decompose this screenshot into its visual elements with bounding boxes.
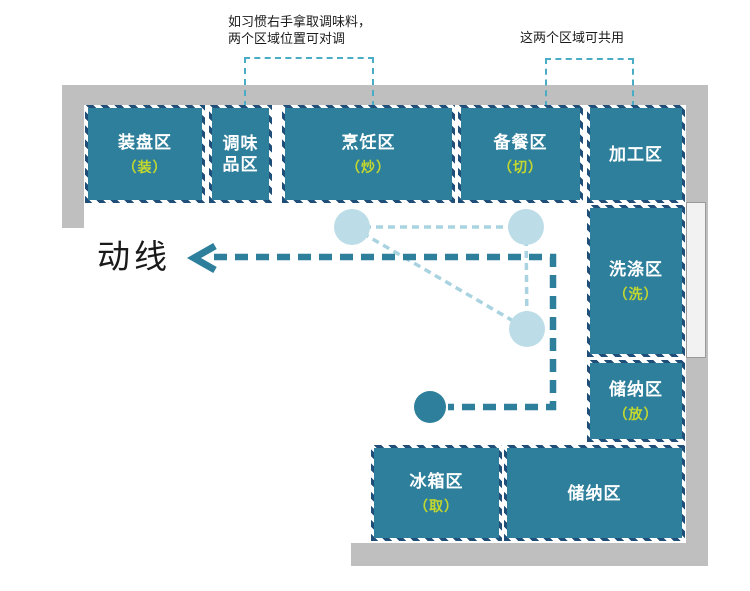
zone-plating-label: 装盘区: [118, 132, 172, 152]
flow-line-start-node: [414, 391, 446, 423]
zone-plating-action: （装）: [122, 158, 168, 175]
zone-fridge-action: （取）: [414, 497, 459, 514]
triangle-node-cooking: [334, 209, 370, 245]
zone-seasoning-label: 调味品区: [222, 134, 259, 174]
zone-storage-right-label: 储纳区: [609, 379, 663, 399]
zone-prep: 备餐区 （切）: [458, 105, 583, 203]
zone-processing-label: 加工区: [609, 144, 663, 164]
zone-washing: 洗涤区 （洗）: [587, 205, 685, 357]
zone-prep-action: （切）: [498, 158, 543, 175]
zone-washing-label: 洗涤区: [609, 259, 663, 279]
flow-line-arrowhead: [186, 242, 217, 274]
seasoning-swap-note-line1: 如习惯右手拿取调味料，: [228, 14, 372, 29]
window: [686, 202, 706, 358]
zone-prep-label: 备餐区: [493, 132, 548, 152]
shared-zones-note: 这两个区域可共用: [520, 30, 625, 45]
zone-storage-bottom-label: 储纳区: [567, 483, 622, 503]
zone-fridge: 冰箱区 （取）: [371, 445, 502, 541]
wall-left: [62, 85, 84, 228]
zone-storage-bottom: 储纳区: [504, 445, 685, 541]
seasoning-swap-bracket: [244, 57, 374, 107]
flow-line-label: 动线: [97, 238, 171, 275]
seasoning-swap-note-line2: 两个区域位置可对调: [228, 31, 346, 46]
zone-seasoning: 调味品区: [209, 105, 272, 203]
zone-storage-right: 储纳区 （放）: [587, 360, 685, 442]
zone-cooking-action: （炒）: [346, 158, 391, 175]
zone-processing: 加工区: [587, 105, 685, 203]
zone-cooking-label: 烹饪区: [341, 132, 396, 152]
triangle-node-prep: [508, 209, 544, 245]
zone-washing-action: （洗）: [613, 285, 659, 302]
triangle-edge-diagonal: [351, 225, 528, 331]
shared-zones-bracket: [545, 58, 634, 107]
triangle-node-washing: [509, 311, 545, 347]
zone-cooking: 烹饪区 （炒）: [282, 105, 455, 203]
flow-line-path: [214, 253, 557, 411]
wall-bottom: [351, 543, 708, 566]
zone-storage-right-action: （放）: [613, 405, 659, 422]
seasoning-swap-note: 如习惯右手拿取调味料， 两个区域位置可对调: [228, 13, 371, 47]
zone-plating: 装盘区 （装）: [85, 105, 205, 203]
zone-fridge-label: 冰箱区: [409, 471, 464, 491]
